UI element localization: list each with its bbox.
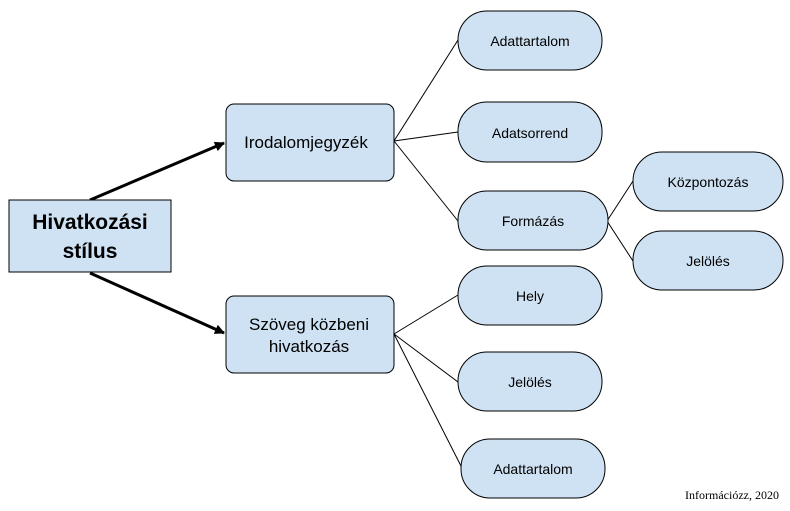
line-bib-content [393, 39, 459, 142]
arrow-to-in-text-citation [89, 271, 225, 335]
line-format-punctuation [606, 180, 634, 222]
bibliography-node: Irodalomjegyzék [225, 103, 395, 182]
bib-format-label: Formázás [502, 213, 564, 229]
in-text-citation-label-line-2: hivatkozás [269, 337, 349, 356]
intext-place-node: Hely [457, 265, 603, 326]
arrow-to-bibliography [89, 141, 225, 202]
intext-marking-label: Jelölés [508, 374, 552, 390]
bib-order-label: Adatsorrend [492, 125, 568, 141]
bib-content-label: Adattartalom [490, 33, 569, 49]
intext-content-node: Adattartalom [460, 438, 606, 499]
line-bib-format [393, 140, 459, 222]
format-punctuation-node: Központozás [632, 151, 784, 212]
line-bib-order [393, 131, 459, 142]
in-text-citation-label-line-1: Szöveg közbeni [249, 315, 369, 334]
in-text-citation-node: Szöveg közbeni hivatkozás [225, 295, 395, 374]
intext-marking-node: Jelölés [457, 351, 603, 412]
line-intext-place [393, 294, 459, 335]
connectors [89, 39, 634, 469]
line-format-marking [606, 220, 634, 262]
format-marking-node: Jelölés [632, 230, 784, 291]
bibliography-label: Irodalomjegyzék [244, 133, 368, 152]
credit-text: Információzz, 2020 [685, 488, 779, 502]
root-label-line-1: Hivatkozási [32, 211, 148, 234]
intext-content-label: Adattartalom [493, 461, 572, 477]
intext-place-label: Hely [516, 288, 544, 304]
format-punctuation-label: Központozás [668, 174, 749, 190]
bib-order-node: Adatsorrend [457, 101, 603, 163]
line-intext-content [393, 333, 463, 469]
root-node: Hivatkozási stílus [8, 199, 172, 273]
line-intext-marking [393, 333, 459, 383]
format-marking-label: Jelölés [686, 253, 730, 269]
bib-content-node: Adattartalom [457, 10, 603, 71]
root-label-line-2: stílus [63, 240, 118, 263]
bib-format-node: Formázás [457, 190, 609, 251]
